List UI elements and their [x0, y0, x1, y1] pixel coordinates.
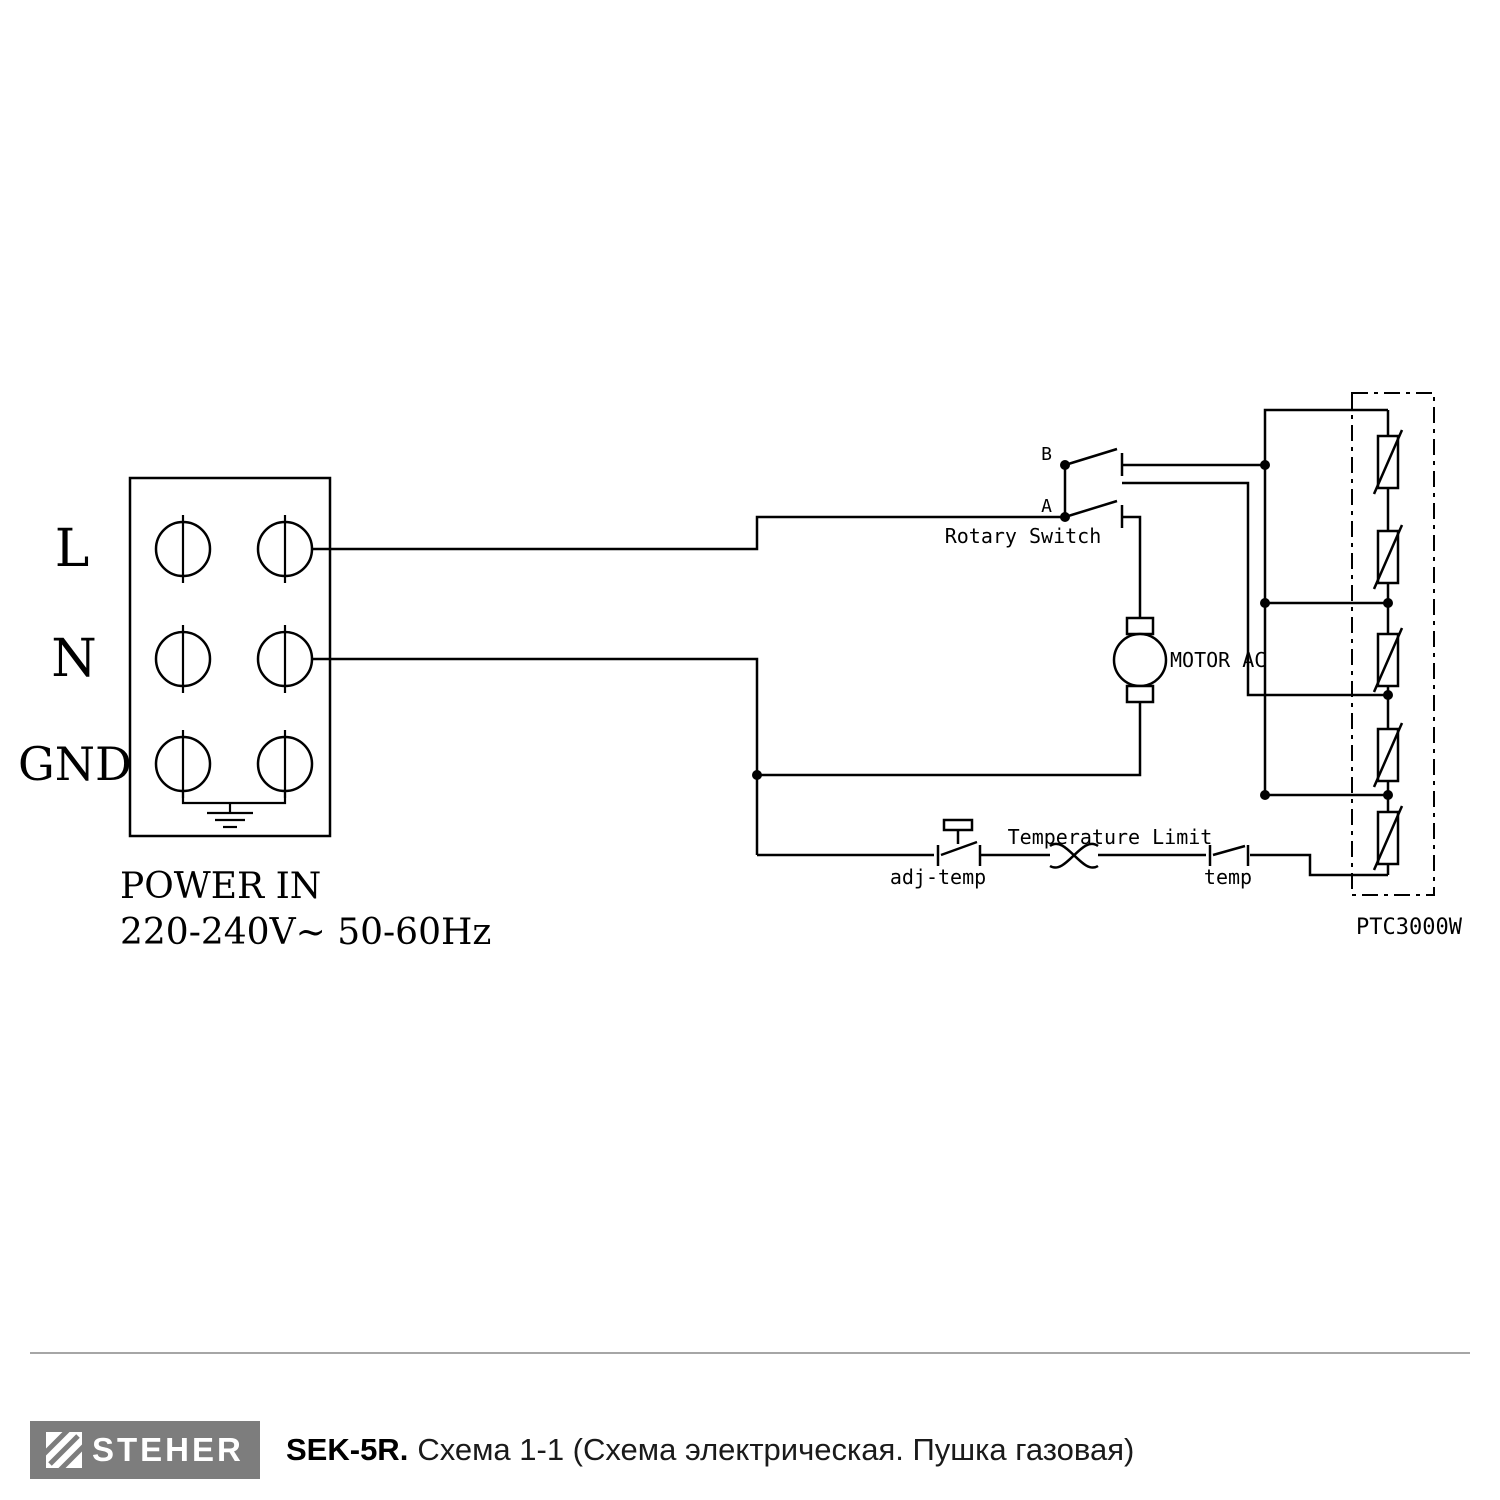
steher-logo: STEHER [30, 1421, 260, 1479]
temp-blade [1212, 844, 1246, 857]
wires [312, 408, 1390, 877]
switch-blade-b [1064, 447, 1118, 467]
ground-symbol [181, 791, 287, 829]
label-temp: temp [1204, 865, 1252, 889]
label-ground: GND [18, 737, 132, 791]
motor-ac: MOTOR AC [1112, 616, 1266, 704]
wire-switch-mid-out [1122, 481, 1388, 697]
ptc-elements [1372, 429, 1404, 871]
label-rotary-switch: Rotary Switch [945, 524, 1102, 548]
model-number: SEK-5R. [286, 1432, 409, 1467]
switch-blade-a [1064, 499, 1118, 519]
adj-temp-switch: adj-temp [890, 818, 986, 889]
wire-switch-a-out [1122, 515, 1142, 618]
label-power-spec: 220-240V~ 50-60Hz [120, 912, 491, 953]
temperature-limit: Temperature Limit [1008, 825, 1213, 869]
ptc-enclosure [1351, 392, 1435, 896]
footer-caption: SEK-5R. Схема 1-1 (Схема электрическая. … [286, 1421, 1134, 1479]
adj-temp-blade [940, 840, 978, 857]
terminal-block: L N GND POWER IN 220-240V~ 50-60Hz [18, 476, 491, 953]
label-power-in: POWER IN [120, 866, 321, 907]
label-live: L [55, 519, 90, 579]
junction-dots [752, 460, 1393, 800]
label-contact-a: A [1041, 496, 1052, 517]
label-adj-temp: adj-temp [890, 865, 986, 889]
label-temperature-limit: Temperature Limit [1008, 825, 1213, 849]
brand-name: STEHER [92, 1431, 244, 1468]
schematic-title: Схема 1-1 (Схема электрическая. Пушка га… [417, 1432, 1135, 1467]
wire-neutral [312, 657, 759, 855]
footer-divider [30, 1352, 1470, 1354]
temp-limit-symbol-2 [1049, 842, 1099, 869]
temp-switch: temp [1204, 844, 1252, 889]
label-contact-b: B [1041, 444, 1052, 465]
terminal-screws [154, 515, 314, 798]
adj-temp-actuator [942, 818, 974, 832]
label-neutral: N [51, 629, 97, 689]
wire-motor-return [757, 702, 1142, 777]
wire-thermo-4 [1250, 853, 1388, 877]
ptc-heater-block: PTC3000W [1351, 392, 1463, 940]
rotary-switch: B A Rotary Switch [945, 444, 1124, 548]
label-motor: MOTOR AC [1170, 648, 1266, 672]
label-ptc: PTC3000W [1356, 915, 1463, 940]
wire-live [312, 515, 1062, 551]
steher-logo-icon [46, 1432, 82, 1468]
